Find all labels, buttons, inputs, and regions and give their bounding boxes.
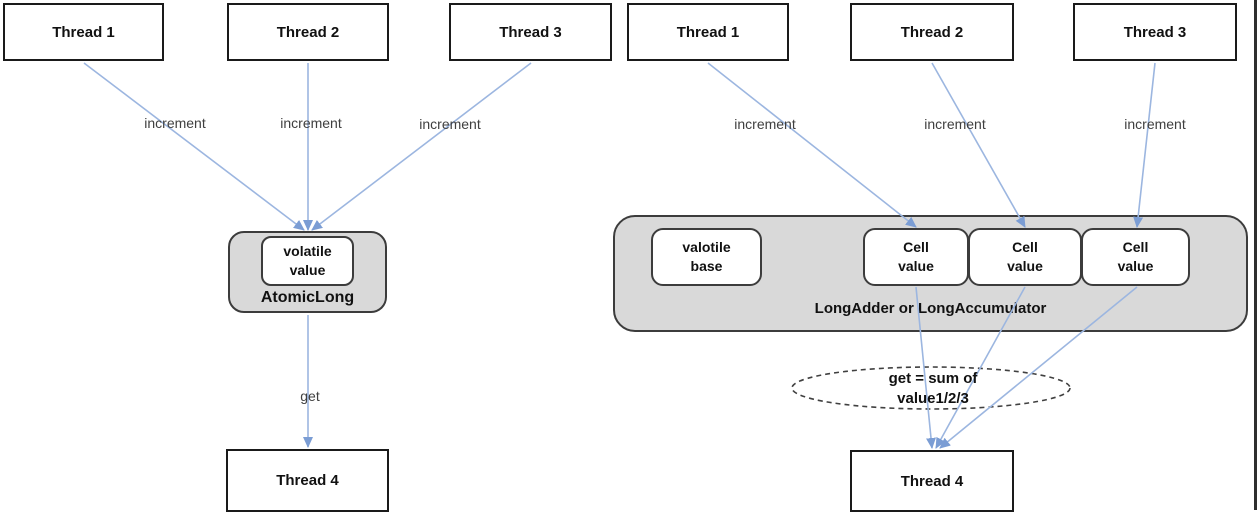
- left-increment-label-1: increment: [144, 115, 206, 131]
- connector-right-t2-increment: [931, 62, 1026, 228]
- right-thread4-box: Thread 4: [850, 450, 1014, 512]
- left-thread4-box: Thread 4: [226, 449, 389, 512]
- right-thread3-box: Thread 3: [1073, 3, 1237, 61]
- connector-left-t1-increment: [83, 62, 305, 231]
- valotile-base-box: valotile base: [651, 228, 762, 286]
- right-thread1-box: Thread 1: [627, 3, 789, 61]
- right-increment-label-3: increment: [1124, 116, 1186, 132]
- connector-right-t1-increment: [707, 62, 917, 228]
- volatile-value-box: volatile value: [261, 236, 354, 286]
- cell-value-box-3: Cell value: [1081, 228, 1190, 286]
- left-thread3-box: Thread 3: [449, 3, 612, 61]
- longadder-label: LongAdder or LongAccumulator: [814, 300, 1047, 317]
- left-increment-label-2: increment: [280, 115, 342, 131]
- left-increment-label-3: increment: [419, 116, 481, 132]
- atomiclong-label: AtomicLong: [260, 289, 355, 306]
- right-thread2-box: Thread 2: [850, 3, 1014, 61]
- cell-value-box-2: Cell value: [968, 228, 1082, 286]
- left-thread2-box: Thread 2: [227, 3, 389, 61]
- right-increment-label-1: increment: [734, 116, 796, 132]
- left-thread1-box: Thread 1: [3, 3, 164, 61]
- connector-left-t3-increment: [311, 62, 532, 231]
- sum-note-text: get = sum of value1/2/3: [888, 369, 978, 407]
- get-label: get: [300, 388, 320, 404]
- connector-right-t3-increment: [1133, 62, 1156, 228]
- cell-value-box-1: Cell value: [863, 228, 969, 286]
- right-increment-label-2: increment: [924, 116, 986, 132]
- right-border-line: [1254, 0, 1257, 510]
